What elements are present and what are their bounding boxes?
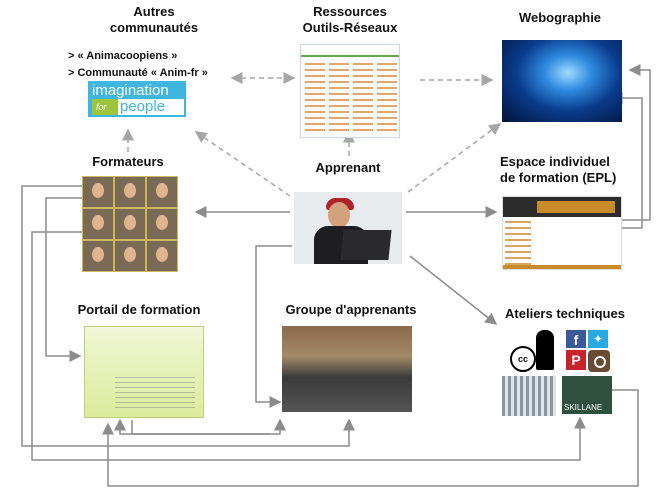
portrait <box>115 177 145 207</box>
formateurs-portraits[interactable] <box>82 176 178 272</box>
portail-title: Portail de formation <box>77 302 201 317</box>
arrow-ateliers-loop <box>102 389 639 487</box>
facebook-icon[interactable]: f <box>566 330 586 348</box>
portail-thumbnail[interactable] <box>84 326 204 418</box>
portrait <box>83 241 113 271</box>
apprenant-title: Apprenant <box>315 160 381 175</box>
arrow-apprenant-webographie <box>407 123 502 193</box>
pinterest-icon[interactable]: P <box>566 350 586 370</box>
formateurs-title: Formateurs <box>92 154 164 169</box>
portrait <box>83 209 113 239</box>
arrow-groupe-portail <box>114 418 270 435</box>
arrow-formateurs-portail <box>45 197 82 362</box>
instagram-icon[interactable] <box>588 350 610 372</box>
ressources-title: Ressources Outils-Réseaux <box>302 4 398 35</box>
portrait <box>115 209 145 239</box>
anim-fr-item: > Communauté « Anim-fr » <box>68 67 208 79</box>
webographie-image[interactable] <box>502 40 622 122</box>
portrait <box>147 241 177 271</box>
arrow-epl-webographie <box>610 92 643 229</box>
groupe-photo[interactable] <box>282 326 412 412</box>
tag-cloud-icon[interactable] <box>502 376 556 416</box>
apprenant-photo[interactable] <box>294 192 402 264</box>
arrow-apprenant-autres <box>194 131 291 197</box>
ateliers-title: Ateliers techniques <box>505 306 625 321</box>
arrow-loop-webographie <box>620 64 651 221</box>
arrow-portail-groupe <box>131 418 286 435</box>
ressources-website-thumbnail[interactable] <box>300 44 400 138</box>
groupe-title: Groupe d'apprenants <box>285 302 417 317</box>
portrait <box>115 241 145 271</box>
arrow-apprenant-ateliers <box>409 255 498 325</box>
arrow-formateurs-ateliers <box>31 231 586 461</box>
creative-commons-icon[interactable]: cc <box>502 328 556 372</box>
animacoopiens-item: > « Animacoopiens » <box>68 50 178 62</box>
portrait <box>147 177 177 207</box>
skillshare-icon[interactable]: SKILLANE <box>562 376 612 414</box>
portrait <box>147 209 177 239</box>
imagination-for-people-logo[interactable]: imagination for people <box>88 81 186 117</box>
arrow-formateurs-groupe <box>21 185 355 447</box>
autres-communautes-title: Autres communautés <box>109 4 199 35</box>
portrait <box>83 177 113 207</box>
twitter-icon[interactable]: ✦ <box>588 330 608 348</box>
arrow-apprenant-groupe <box>255 245 292 408</box>
webographie-title: Webographie <box>518 10 602 25</box>
epl-title: Espace individuel de formation (EPL) <box>500 154 617 185</box>
epl-thumbnail[interactable] <box>502 196 622 270</box>
